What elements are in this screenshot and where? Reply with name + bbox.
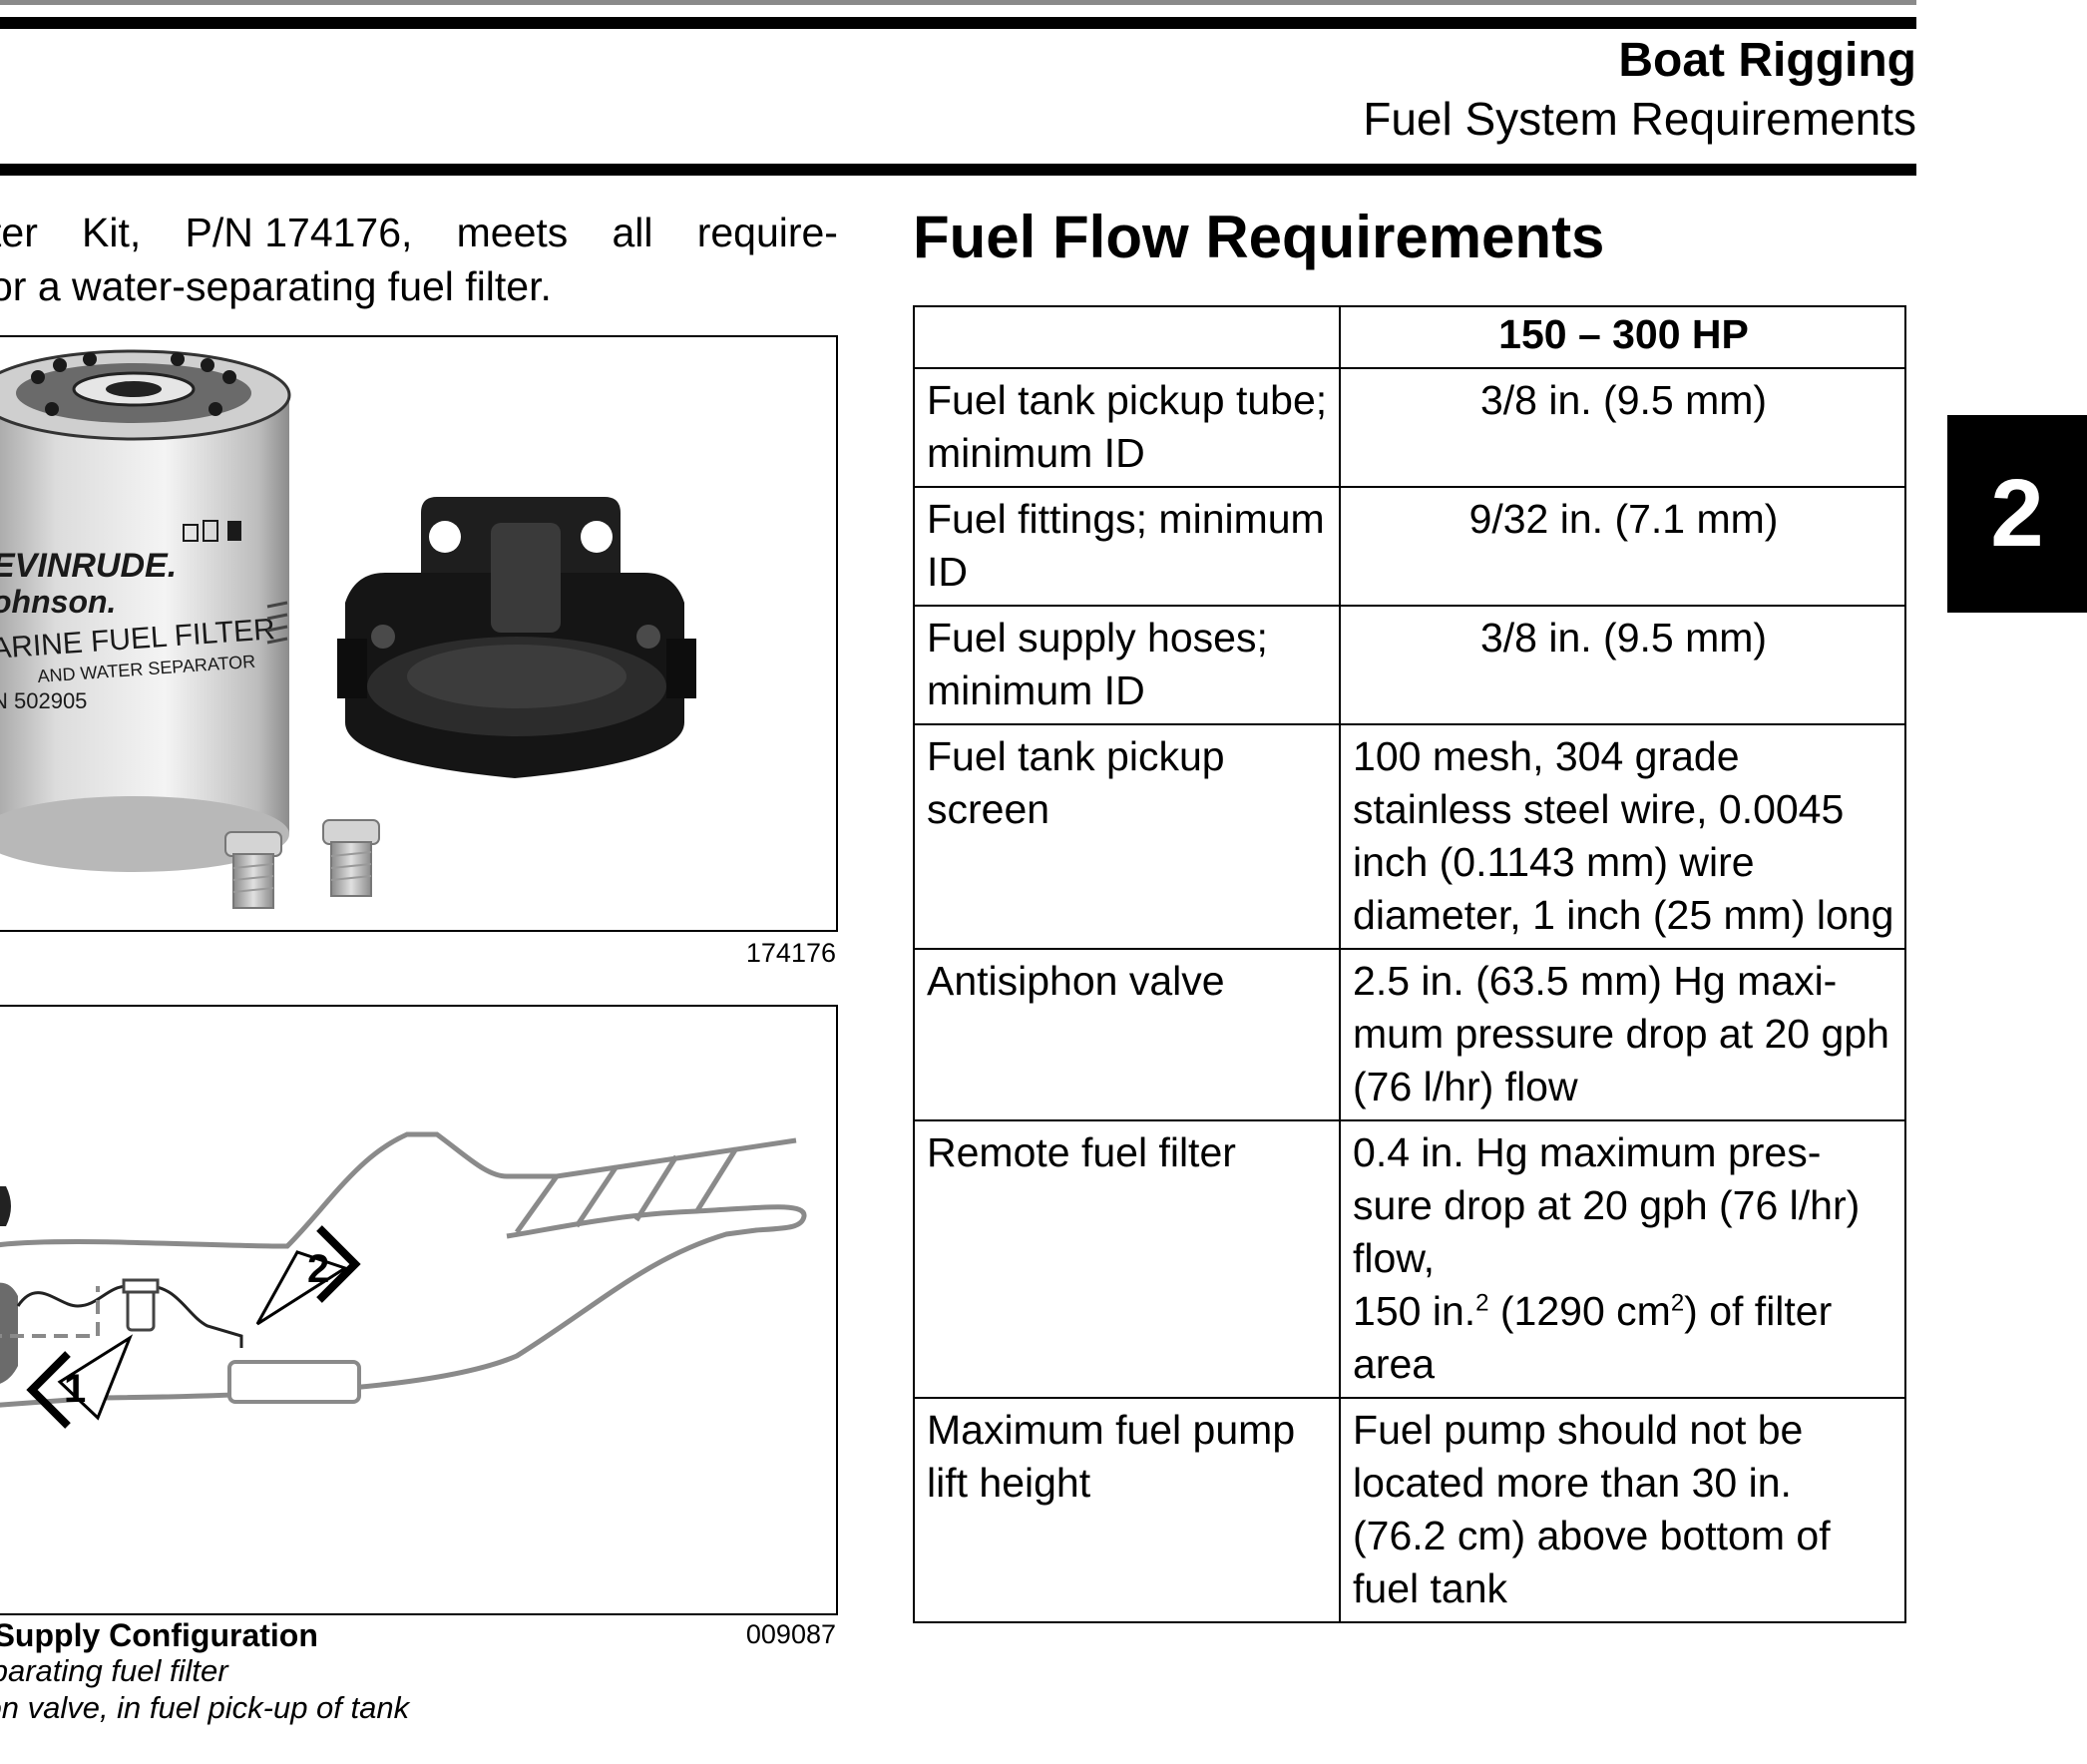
top-thin-rule <box>0 0 1916 5</box>
fuel-supply-diagram: 2 1 <box>0 1131 807 1429</box>
requirement-value-part: (1290 cm <box>1488 1288 1671 1334</box>
superscript: 2 <box>1475 1289 1489 1317</box>
part-number-label: N 502905 <box>0 688 87 713</box>
table-header-cell: 150 – 300 HP <box>1339 305 1906 369</box>
intro-line-2: or a water-separating fuel filter. <box>0 263 552 309</box>
intro-word: P/N 174176, <box>185 210 413 255</box>
dashed-transom-line <box>0 1286 100 1338</box>
requirement-value-part: ) of filter area <box>1353 1288 1833 1387</box>
callout-2-label: 2 <box>307 1247 329 1291</box>
table-row: Maximum fuel pump lift height Fuel pump … <box>912 1397 1906 1623</box>
engine-silhouette <box>0 1186 18 1384</box>
table-row: Fuel tank pickup tube; minimum ID 3/8 in… <box>912 367 1906 488</box>
filter-head-bracket <box>337 497 696 778</box>
table-row: Fuel tank pickup screen 100 mesh, 304 gr… <box>912 723 1906 950</box>
fuel-flow-requirements-table: 150 – 300 HP Fuel tank pickup tube; mini… <box>912 305 1906 1623</box>
table-row: Remote fuel filter 0.4 in. Hg maximum pr… <box>912 1119 1906 1399</box>
intro-word: Kit, <box>82 210 142 255</box>
requirement-value: 3/8 in. (9.5 mm) <box>1339 367 1906 488</box>
page-subtitle: Fuel System Requirements <box>1363 93 1916 145</box>
fuel-filter-kit-figure: EVINRUDE. ohnson. ARINE FUEL FILTER AND … <box>0 335 838 932</box>
requirement-value-part: 150 in. <box>1353 1288 1476 1334</box>
requirement-label: Maximum fuel pump lift height <box>912 1397 1342 1623</box>
requirement-value: 3/8 in. (9.5 mm) <box>1339 605 1906 725</box>
header-rule <box>0 164 1916 176</box>
callout-1: 1 <box>26 1334 134 1429</box>
fuel-line <box>16 1284 243 1348</box>
water-separating-filter <box>122 1278 160 1332</box>
fuel-tank <box>227 1360 361 1404</box>
intro-line-1: ter Kit, P/N 174176, meets all require- <box>0 206 838 259</box>
callout-1-label: 1 <box>64 1367 86 1411</box>
requirement-value: 2.5 in. (63.5 mm) Hg maxi-mum pressure d… <box>1339 948 1906 1121</box>
filter-ribs <box>266 601 288 645</box>
table-row: Fuel supply hoses; minimum ID 3/8 in. (9… <box>912 605 1906 725</box>
figure-caption-title: el Supply Configuration <box>0 1617 318 1653</box>
section-heading: Fuel Flow Requirements <box>913 204 1605 270</box>
figure-caption-item: phon valve, in fuel pick-up of tank <box>0 1690 410 1725</box>
requirement-value: 100 mesh, 304 grade stainless steel wire… <box>1339 723 1906 950</box>
page-title: Boat Rigging <box>1618 34 1916 87</box>
intro-word: all <box>612 210 653 255</box>
figure-number: 009087 <box>745 1619 836 1649</box>
requirement-value: Fuel pump should not be located more tha… <box>1339 1397 1906 1623</box>
drain-plugs <box>224 819 380 909</box>
intro-word: ter <box>0 210 38 255</box>
requirement-label: Antisiphon valve <box>912 948 1342 1121</box>
table-row: Fuel fittings; minimum ID 9/32 in. (7.1 … <box>912 486 1906 607</box>
intro-paragraph: ter Kit, P/N 174176, meets all require- … <box>0 206 838 313</box>
table-row: Antisiphon valve 2.5 in. (63.5 mm) Hg ma… <box>912 948 1906 1121</box>
table-header-cell-empty <box>912 305 1342 369</box>
boat-hull-outline <box>0 1131 807 1408</box>
figure-caption-item: separating fuel filter <box>0 1653 228 1688</box>
intro-word: meets <box>456 210 569 255</box>
brand-label: ohnson. <box>0 584 116 620</box>
requirement-label: Fuel fittings; minimum ID <box>912 486 1342 607</box>
top-rule <box>0 17 1916 29</box>
callout-2: 2 <box>255 1225 361 1326</box>
fuel-supply-configuration-figure: 2 1 <box>0 1005 838 1615</box>
fuel-filter-kit-illustration: EVINRUDE. ohnson. ARINE FUEL FILTER AND … <box>0 349 696 909</box>
intro-word: require- <box>696 210 838 255</box>
figure-number: 174176 <box>745 938 836 968</box>
filter-pictograms <box>183 520 241 542</box>
requirement-label: Fuel tank pickup screen <box>912 723 1342 950</box>
table-header-row: 150 – 300 HP <box>912 305 1906 369</box>
chapter-tab: 2 <box>1947 415 2087 613</box>
requirement-value: 0.4 in. Hg maximum pres-sure drop at 20 … <box>1339 1119 1906 1399</box>
superscript: 2 <box>1670 1289 1685 1317</box>
requirement-label: Remote fuel filter <box>912 1119 1342 1399</box>
requirement-value: 9/32 in. (7.1 mm) <box>1339 486 1906 607</box>
brand-label: EVINRUDE. <box>0 547 177 585</box>
filter-canister <box>0 349 291 872</box>
requirement-label: Fuel tank pickup tube; minimum ID <box>912 367 1342 488</box>
requirement-value-part: 0.4 in. Hg maximum pres-sure drop at 20 … <box>1353 1129 1861 1281</box>
requirement-label: Fuel supply hoses; minimum ID <box>912 605 1342 725</box>
